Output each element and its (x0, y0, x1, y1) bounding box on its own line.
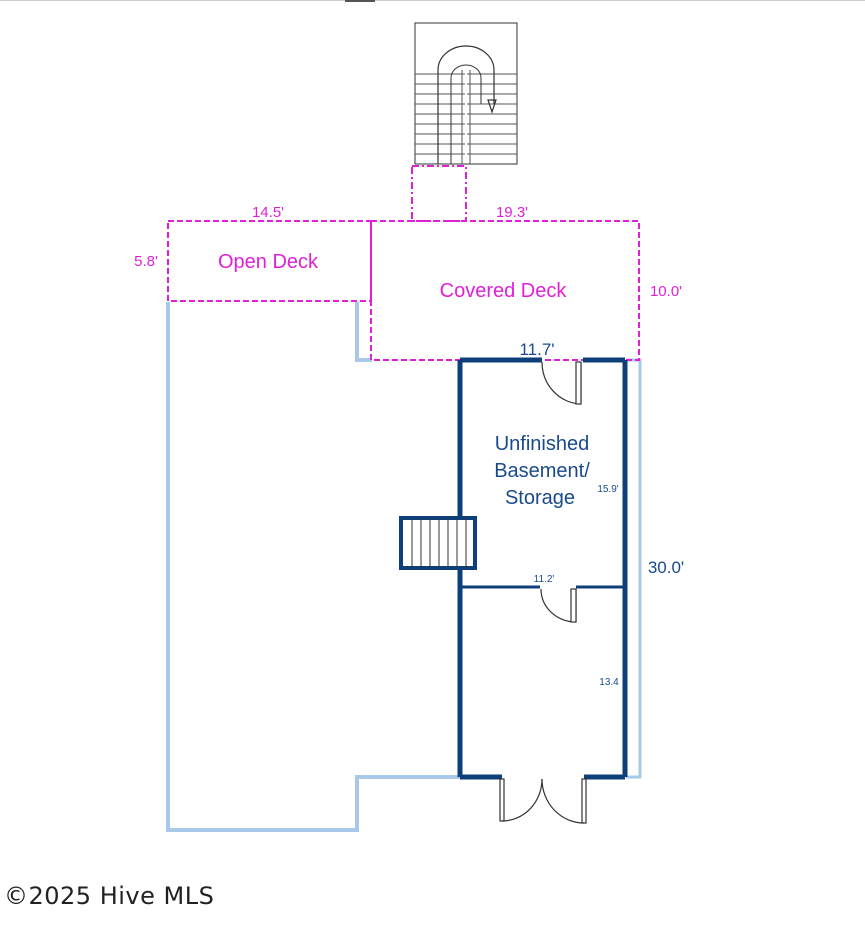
open-deck-label: Open Deck (218, 251, 319, 273)
basement-label-line3: Storage (505, 487, 575, 509)
stair-landing (411, 165, 467, 222)
house-outline-right (626, 358, 642, 779)
basement-depth: 15.9' (597, 484, 618, 495)
basement-walls (457, 357, 628, 780)
covered-deck-width: 19.3' (496, 204, 528, 221)
double-door (499, 778, 587, 824)
basement-width: 11.7' (519, 340, 554, 359)
basement-door (541, 361, 582, 405)
side-staircase (399, 516, 477, 570)
copyright-notice: ©2025 Hive MLS (4, 882, 215, 910)
house-outline (166, 302, 462, 832)
house-outline-upper (355, 302, 372, 362)
top-tab (345, 0, 375, 2)
overall-depth: 30.0' (648, 558, 684, 577)
open-deck-width: 14.5' (252, 204, 284, 221)
covered-deck-label: Covered Deck (440, 280, 568, 302)
interior-door (540, 588, 577, 623)
lower-room-width: 11.2' (534, 574, 555, 585)
basement-label-line1: Unfinished (495, 433, 590, 455)
covered-deck-depth: 10.0' (650, 283, 682, 300)
basement-label-line2: Basement/ (494, 460, 590, 482)
upper-staircase (414, 22, 518, 165)
lower-room-depth: 13.4 (599, 677, 619, 688)
open-deck-depth: 5.8' (134, 253, 158, 270)
